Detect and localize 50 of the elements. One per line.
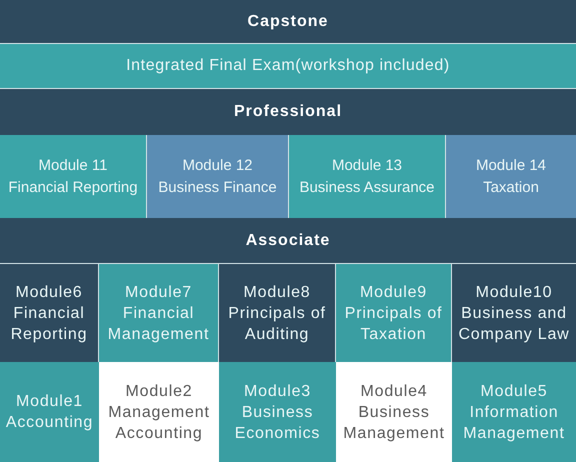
module-name: Business Management <box>342 402 446 444</box>
module-panel <box>446 135 576 218</box>
module-number: Module5 <box>480 382 548 402</box>
module-panel <box>0 264 98 362</box>
module-panel <box>336 264 451 362</box>
module-number: Module 11 <box>38 156 108 176</box>
level-heading: Associate <box>246 232 330 250</box>
level-header-band <box>0 89 576 135</box>
module-panel <box>0 135 146 218</box>
level-heading: Capstone <box>248 12 328 30</box>
module-name: Financial Reporting <box>8 178 138 198</box>
module-number: Module6 <box>16 282 82 302</box>
module-number: Module2 <box>126 382 192 402</box>
module-name: Financial Reporting <box>10 304 88 344</box>
module-panel <box>219 264 335 362</box>
exam-band <box>0 44 576 88</box>
module-panel <box>219 362 336 462</box>
module-name: Taxation <box>483 178 539 198</box>
module-number: Module9 <box>360 282 427 302</box>
module-panel <box>289 135 445 218</box>
module-name: Management Accounting <box>107 402 211 444</box>
module-number: Module1 <box>16 392 83 412</box>
module-panel <box>0 362 99 462</box>
module-panel <box>147 135 288 218</box>
level-header-band <box>0 0 576 43</box>
exam-title: Integrated Final Exam(workshop included) <box>126 57 450 75</box>
module-number: Module8 <box>244 282 310 302</box>
module-number: Module 12 <box>182 156 253 176</box>
module-name: Business Economics <box>234 402 322 444</box>
module-name: Principals of Auditing <box>227 304 327 344</box>
module-number: Module7 <box>125 282 192 302</box>
module-panel <box>452 264 576 362</box>
module-name: Principals of Taxation <box>344 304 444 344</box>
module-name: Information Management <box>462 402 566 444</box>
level-heading: Professional <box>234 103 342 121</box>
module-number: Module4 <box>360 382 428 402</box>
module-number: Module10 <box>476 282 552 302</box>
module-number: Module 13 <box>332 156 402 176</box>
module-panel <box>336 362 452 462</box>
level-header-band <box>0 218 576 263</box>
module-panel <box>99 362 219 462</box>
module-name: Financial Management <box>106 304 210 344</box>
module-panel <box>452 362 576 462</box>
module-number: Module3 <box>244 382 311 402</box>
module-name: Business Assurance <box>299 178 435 198</box>
module-number: Module 14 <box>476 156 546 176</box>
module-panel <box>99 264 218 362</box>
module-name: Accounting <box>6 413 94 433</box>
module-name: Business and Company Law <box>457 304 571 344</box>
module-name: Business Finance <box>158 178 277 198</box>
